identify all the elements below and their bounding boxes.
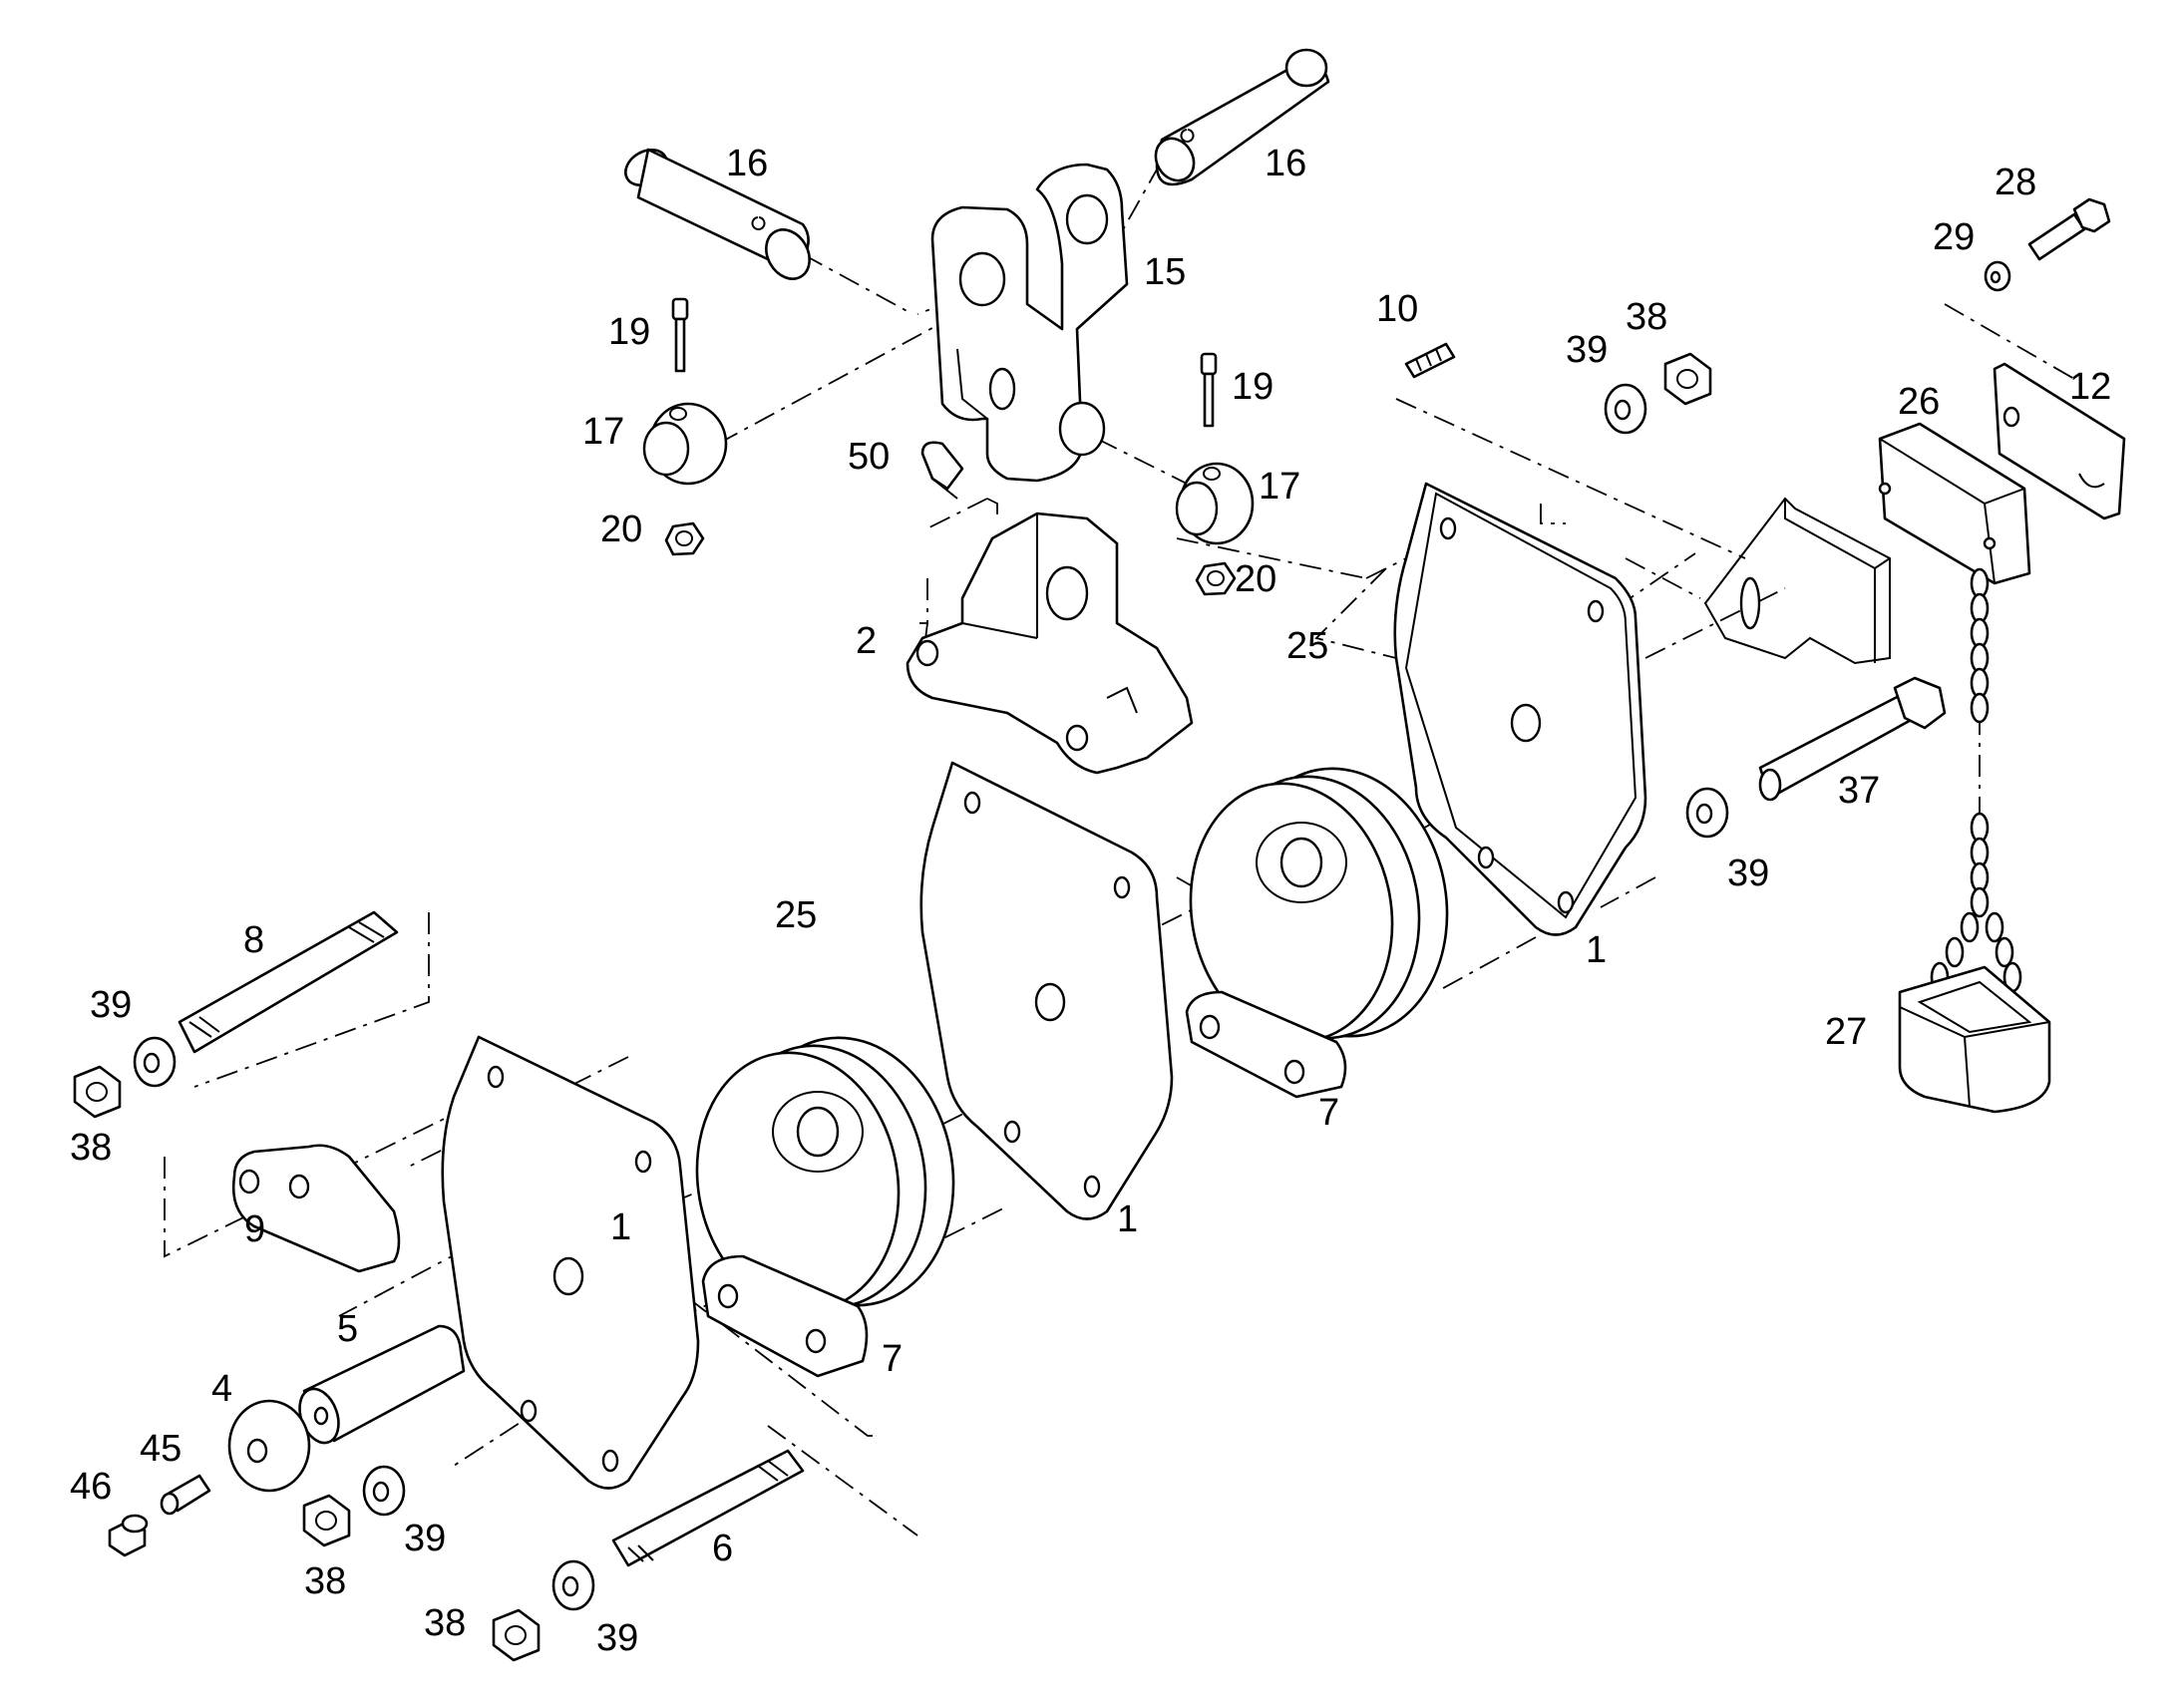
label-part-10: 10 bbox=[1376, 288, 1418, 330]
bolt-37 bbox=[1758, 676, 1947, 802]
label-part-17: 17 bbox=[582, 411, 624, 453]
sheave-25-front bbox=[695, 1036, 955, 1312]
label-part-16: 16 bbox=[726, 143, 768, 184]
side-plate-1-mid bbox=[919, 761, 1174, 1220]
label-part-27: 27 bbox=[1825, 1011, 1867, 1053]
nut-38-left bbox=[73, 1065, 122, 1119]
set-screw-10 bbox=[1404, 342, 1456, 379]
side-plate-1-back bbox=[1393, 482, 1647, 936]
disc-4 bbox=[227, 1399, 311, 1493]
label-part-12: 12 bbox=[2069, 366, 2111, 408]
bolt-19-right bbox=[1200, 352, 1218, 428]
collar-17-left bbox=[642, 402, 728, 486]
washer-39-left bbox=[133, 1036, 177, 1088]
label-part-19: 19 bbox=[1232, 366, 1273, 408]
label-part-2: 2 bbox=[856, 620, 877, 662]
label-part-1: 1 bbox=[610, 1206, 631, 1248]
label-part-5: 5 bbox=[337, 1308, 358, 1350]
nut-38-lower-left bbox=[302, 1494, 351, 1547]
label-part-19: 19 bbox=[608, 311, 650, 353]
weight-27 bbox=[1898, 965, 2051, 1114]
label-part-39: 39 bbox=[596, 1617, 638, 1659]
shaft-5 bbox=[298, 1324, 466, 1445]
label-part-39: 39 bbox=[404, 1518, 446, 1559]
bracket-2 bbox=[906, 512, 1194, 775]
mounting-bracket-ghost bbox=[1703, 497, 1891, 665]
nut-38-bottom bbox=[492, 1608, 541, 1662]
label-part-9: 9 bbox=[244, 1208, 265, 1250]
label-part-50: 50 bbox=[848, 436, 890, 478]
label-part-25: 25 bbox=[1286, 625, 1328, 667]
label-part-17: 17 bbox=[1259, 466, 1300, 508]
plate-12 bbox=[1993, 362, 2126, 520]
label-part-1: 1 bbox=[1586, 929, 1607, 971]
screw-28 bbox=[2027, 197, 2111, 261]
label-part-38: 38 bbox=[304, 1560, 346, 1602]
stud-8 bbox=[178, 910, 399, 1054]
collar-17-right bbox=[1175, 462, 1255, 545]
spacer-7-back bbox=[1185, 990, 1347, 1099]
bolt-19-left bbox=[671, 297, 689, 373]
washer-39-top bbox=[1604, 383, 1647, 435]
label-part-37: 37 bbox=[1838, 770, 1880, 812]
block-26 bbox=[1878, 422, 2031, 585]
stud-6 bbox=[611, 1449, 805, 1567]
part-labels: 1 1 1 2 4 5 6 7 7 8 9 10 12 15 16 16 17 … bbox=[70, 143, 2111, 1659]
block-9 bbox=[231, 1144, 401, 1273]
label-part-38: 38 bbox=[424, 1602, 466, 1644]
label-part-39: 39 bbox=[90, 984, 132, 1026]
label-part-1: 1 bbox=[1117, 1198, 1138, 1240]
label-part-38: 38 bbox=[1626, 296, 1667, 338]
clevis-15 bbox=[930, 163, 1129, 483]
label-part-15: 15 bbox=[1144, 251, 1186, 293]
nut-20-left bbox=[664, 521, 705, 556]
label-part-6: 6 bbox=[712, 1528, 733, 1569]
label-part-28: 28 bbox=[1995, 162, 2036, 203]
label-part-20: 20 bbox=[600, 509, 642, 550]
clip-50 bbox=[920, 441, 964, 500]
label-part-4: 4 bbox=[211, 1368, 232, 1410]
washer-29 bbox=[1984, 260, 2011, 292]
label-part-16: 16 bbox=[1265, 143, 1306, 184]
label-part-38: 38 bbox=[70, 1127, 112, 1169]
label-part-39: 39 bbox=[1566, 329, 1608, 371]
label-part-29: 29 bbox=[1933, 216, 1975, 258]
washer-39-bottom bbox=[551, 1559, 595, 1611]
sheave-25-back bbox=[1189, 767, 1449, 1043]
plug-46 bbox=[108, 1514, 149, 1557]
label-part-39: 39 bbox=[1727, 853, 1769, 894]
washer-39-lower-left bbox=[362, 1465, 406, 1517]
spacer-7-front bbox=[701, 1254, 869, 1378]
washer-39-right bbox=[1685, 787, 1729, 839]
label-part-8: 8 bbox=[243, 919, 264, 961]
pin-16-right bbox=[1154, 48, 1330, 186]
label-part-46: 46 bbox=[70, 1466, 112, 1508]
label-part-45: 45 bbox=[140, 1428, 182, 1470]
grease-fitting-45 bbox=[160, 1474, 211, 1516]
label-part-25: 25 bbox=[775, 894, 817, 936]
pin-16-left bbox=[624, 148, 811, 280]
label-part-26: 26 bbox=[1898, 381, 1940, 423]
label-part-7: 7 bbox=[882, 1338, 903, 1380]
nut-38-top bbox=[1663, 352, 1712, 406]
chain bbox=[1930, 567, 2022, 1008]
nut-20-right bbox=[1195, 561, 1237, 596]
side-plate-1-front bbox=[441, 1035, 700, 1490]
label-part-20: 20 bbox=[1235, 558, 1276, 600]
label-part-7: 7 bbox=[1318, 1092, 1339, 1134]
